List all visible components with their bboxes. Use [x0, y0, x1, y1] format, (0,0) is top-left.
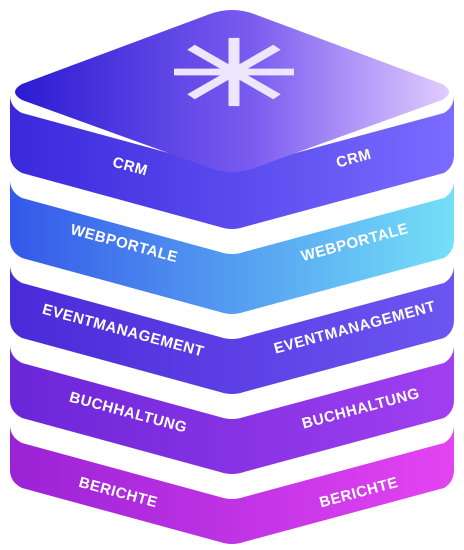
layer-crm: CRM CRM	[10, 95, 454, 229]
asterisk-logo-icon	[174, 37, 294, 107]
layer-berichte: BERICHTE BERICHTE	[10, 425, 454, 544]
layer-buchhaltung: BUCHHALTUNG BUCHHALTUNG	[10, 345, 454, 474]
